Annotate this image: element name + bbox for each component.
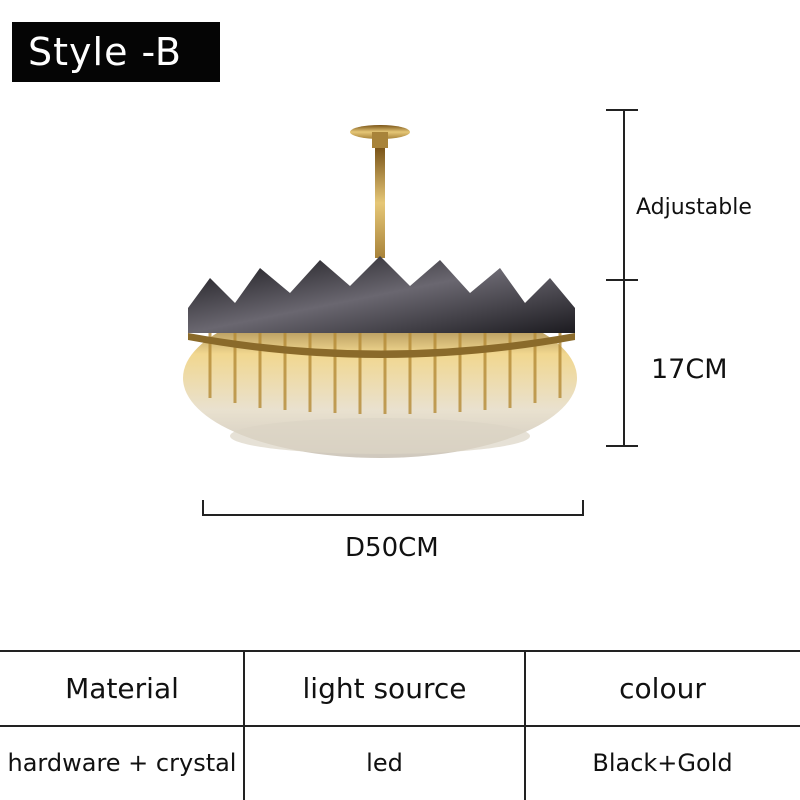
table-column-divider [243,650,245,800]
dimension-tick-left [202,500,204,516]
product-image [180,118,600,478]
height-label: 17CM [651,354,728,385]
diameter-label: D50CM [345,533,439,563]
hanging-rod [375,148,385,258]
dimension-tick-bottom [606,445,638,447]
diameter-dimension-line [202,514,584,516]
chandelier-illustration [183,125,577,458]
header-light-source: light source [302,672,467,705]
value-light-source: led [366,749,403,777]
table-row-divider [0,725,800,727]
table-column-divider [524,650,526,800]
spec-table: Material light source colour hardware + … [0,650,800,800]
table-border-top [0,650,800,652]
crystal-body [183,298,577,458]
style-badge: Style -B [12,22,220,82]
dimension-tick-top [606,109,638,111]
height-dimension-line [623,110,625,446]
dimension-tick-right [582,500,584,516]
header-material: Material [65,672,179,705]
style-badge-text: Style -B [28,30,182,74]
dimension-tick-middle [606,279,638,281]
adjustable-label: Adjustable [636,195,752,220]
value-colour: Black+Gold [592,749,733,777]
value-material: hardware + crystal [7,749,237,777]
header-colour: colour [619,672,706,705]
chrome-crown [188,256,575,333]
